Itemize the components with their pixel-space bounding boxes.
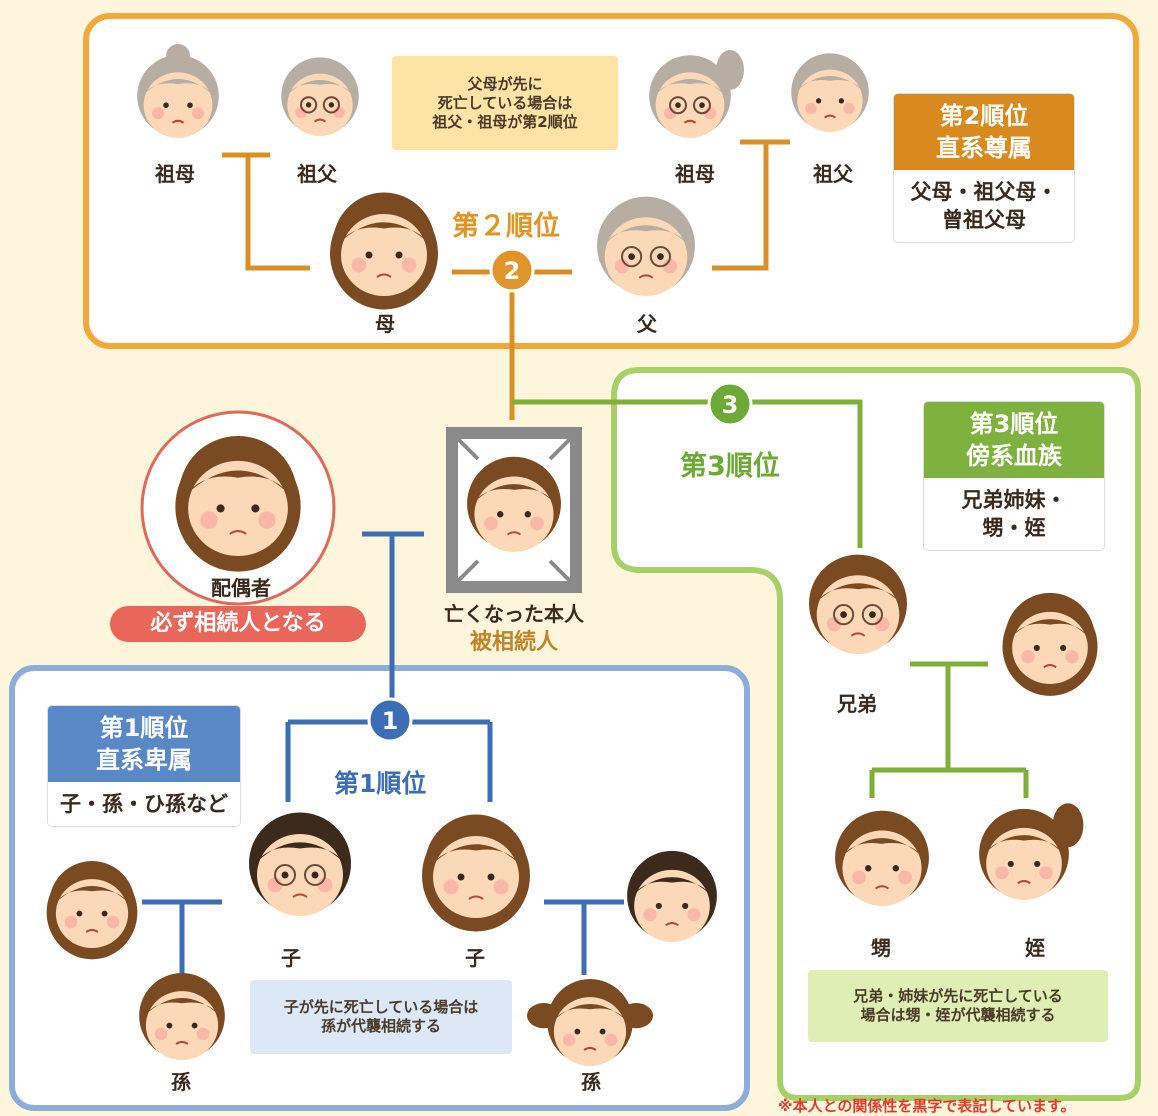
rank1-note: 子が先に死亡している場合は 孫が代襲相続する [250, 980, 512, 1054]
rank2-badge: 2 [489, 247, 535, 293]
sibling-face [809, 554, 907, 654]
mother-label: 母 [375, 312, 395, 336]
rank2-box: 第2順位 直系尊属 父母・祖父母・ 曾祖父母 [894, 94, 1074, 242]
deceased-role: 被相続人 [469, 630, 558, 655]
svg-text:3: 3 [722, 391, 739, 419]
grandmother-right-label: 祖母 [675, 162, 715, 186]
grandfather-left-face [281, 57, 359, 136]
rank3-title: 第3順位 [680, 451, 780, 482]
rank3-lines [512, 399, 1029, 798]
child-left-spouse-face [46, 861, 138, 960]
spouse-face [175, 435, 301, 572]
grandchild-left-face [139, 973, 225, 1060]
nephew-label: 甥 [871, 936, 891, 960]
rank1-title: 第1順位 [334, 769, 427, 798]
deceased-label: 亡くなった本人 [444, 602, 584, 626]
rank1-box: 第1順位 直系卑属 子・孫・ひ孫など [48, 706, 240, 826]
grandchild-left-label: 孫 [171, 1070, 191, 1094]
grandmother-left-label: 祖母 [155, 162, 195, 186]
grandfather-left-label: 祖父 [297, 162, 337, 186]
rank3-frame [611, 367, 1141, 1101]
father-face [597, 196, 695, 296]
child-right-label: 子 [465, 946, 485, 970]
grandmother-left-face [137, 44, 219, 138]
grandchild-right-face [527, 979, 653, 1066]
grandmother-right-face [649, 50, 744, 138]
spouse-label: 配偶者 [211, 576, 271, 600]
child-left-face [249, 812, 351, 916]
rank1-box-body: 子・孫・ひ孫など [60, 792, 228, 816]
nephew-face [835, 810, 929, 907]
niece-label: 姪 [1025, 936, 1045, 960]
rank2-note: 父母が先に 死亡している場合は 祖父・祖母が第2順位 [392, 56, 618, 150]
rank3-box-body: 兄弟姉妹・ 甥・姪 [961, 488, 1067, 540]
rank3-box-head: 第3順位 傍系血族 [924, 402, 1104, 478]
svg-text:1: 1 [382, 707, 399, 735]
rank3-box: 第3順位 傍系血族 兄弟姉妹・ 甥・姪 [924, 402, 1104, 550]
rank1-badge: 1 [367, 697, 413, 743]
mother-face [330, 192, 438, 310]
deceased-face [467, 456, 561, 552]
grandchild-right-label: 孫 [581, 1070, 601, 1094]
niece-face [979, 803, 1084, 900]
child-right-spouse-face [627, 850, 717, 942]
sibling-label: 兄弟 [837, 692, 877, 716]
rank2-title: 第２順位 [452, 211, 560, 242]
rank2-box-head: 第2順位 直系尊属 [894, 94, 1074, 170]
footnote: ※本人との関係性を黒字で表記しています。 [778, 1097, 1076, 1115]
child-left-label: 子 [281, 946, 301, 970]
rank2-box-body: 父母・祖父母・ 曾祖父母 [910, 180, 1058, 232]
svg-text:2: 2 [504, 257, 521, 285]
rank1-box-head: 第1順位 直系卑属 [48, 706, 240, 782]
rank3-note: 兄弟・姉妹が先に死亡している 場合は甥・姪が代襲相続する [808, 970, 1108, 1042]
sibling-spouse-face [1002, 592, 1098, 696]
father-label: 父 [637, 312, 657, 336]
child-right-face [422, 814, 530, 932]
spouse-pill: 必ず相続人となる [110, 606, 366, 642]
rank3-badge: 3 [707, 381, 753, 427]
grandfather-right-label: 祖父 [813, 162, 853, 186]
grandfather-right-face [791, 53, 869, 132]
